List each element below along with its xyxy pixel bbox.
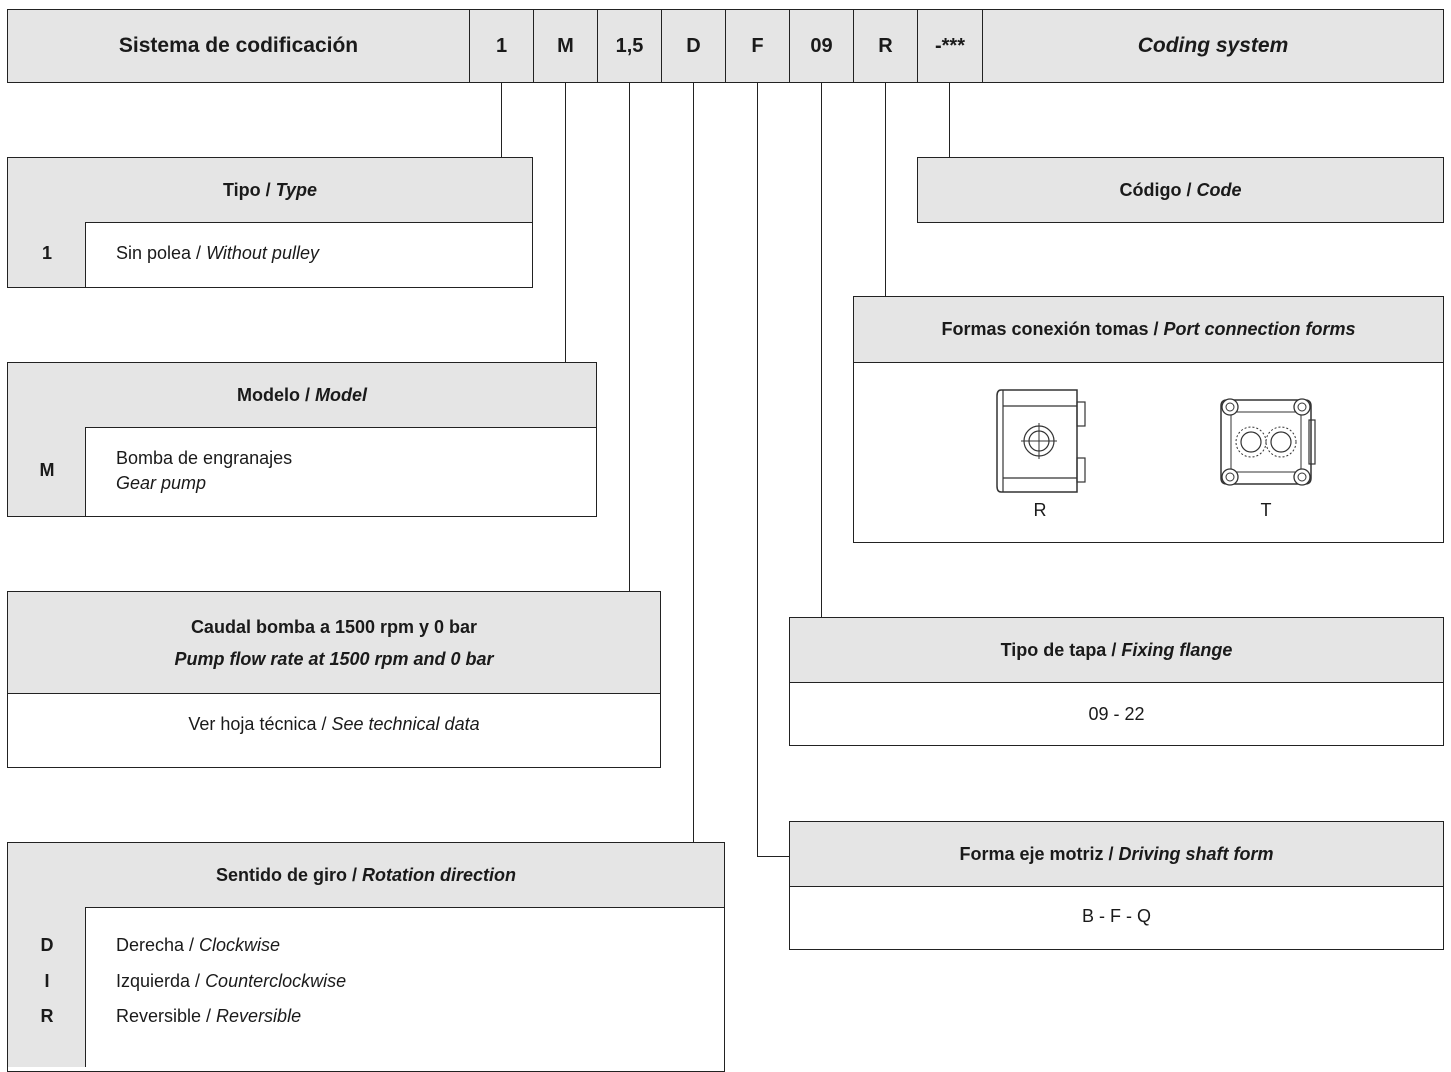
connector-shaft-h [757,856,790,857]
rotation-desc-d: Derecha / Clockwise [116,935,281,955]
rotation-header: Sentido de giro / Rotation direction [7,842,725,908]
port-r-drawing-icon [996,389,1086,493]
header-title-es: Sistema de codificación [118,34,359,57]
code-cell-type: 1 [469,9,534,83]
code-cell-rotation: D [661,9,726,83]
type-row-code: 1 [41,243,52,263]
code-cell-code: -*** [917,9,983,83]
model-desc-en: Gear pump [116,473,207,493]
port-t-drawing-icon [1220,398,1316,486]
rotation-code-i: I [44,971,50,991]
shaft-value: B - F - Q [1082,906,1151,926]
model-code-col [8,427,86,516]
header-title-es-cell: Sistema de codificación [7,9,470,83]
port-forms-header: Formas conexión tomas / Port connection … [853,296,1444,363]
rotation-desc-r: Reversible / Reversible [116,1006,302,1026]
model-code: M [39,460,55,480]
shaft-header: Forma eje motriz / Driving shaft form [789,821,1444,887]
code-cell-flow: 1,5 [597,9,662,83]
flow-body: Ver hoja técnica / See technical data [188,714,480,734]
rotation-code-col [8,907,86,1067]
flange-value: 09 - 22 [1088,704,1145,724]
header-title-en-cell: Coding system [982,9,1444,83]
type-row-desc: Sin polea / Without pulley [116,243,319,263]
code-cell-shaft: F [725,9,790,83]
port-option-t: T [1260,500,1272,520]
flange-header: Tipo de tapa / Fixing flange [789,617,1444,683]
rotation-code-d: D [40,935,54,955]
code-cell-flange: 09 [789,9,854,83]
connector-type [501,83,502,158]
connector-port [885,83,886,297]
code-cell-port: R [853,9,918,83]
port-option-r: R [1033,500,1047,520]
rotation-desc-i: Izquierda / Counterclockwise [116,971,347,991]
connector-flow [629,83,630,592]
connector-code [949,83,950,158]
header-title-en: Coding system [1137,34,1289,57]
type-code-col [8,222,86,287]
model-header: Modelo / Model [7,362,597,428]
connector-shaft [757,83,758,857]
code-header: Código / Code [917,157,1444,223]
type-header: Tipo / Type [7,157,533,223]
flow-header: Caudal bomba a 1500 rpm y 0 bar Pump flo… [7,591,661,694]
connector-flange [821,83,822,618]
connector-rotation [693,83,694,843]
code-cell-model: M [533,9,598,83]
model-desc-es: Bomba de engranajes [116,448,293,468]
rotation-code-r: R [40,1006,54,1026]
connector-model [565,83,566,363]
